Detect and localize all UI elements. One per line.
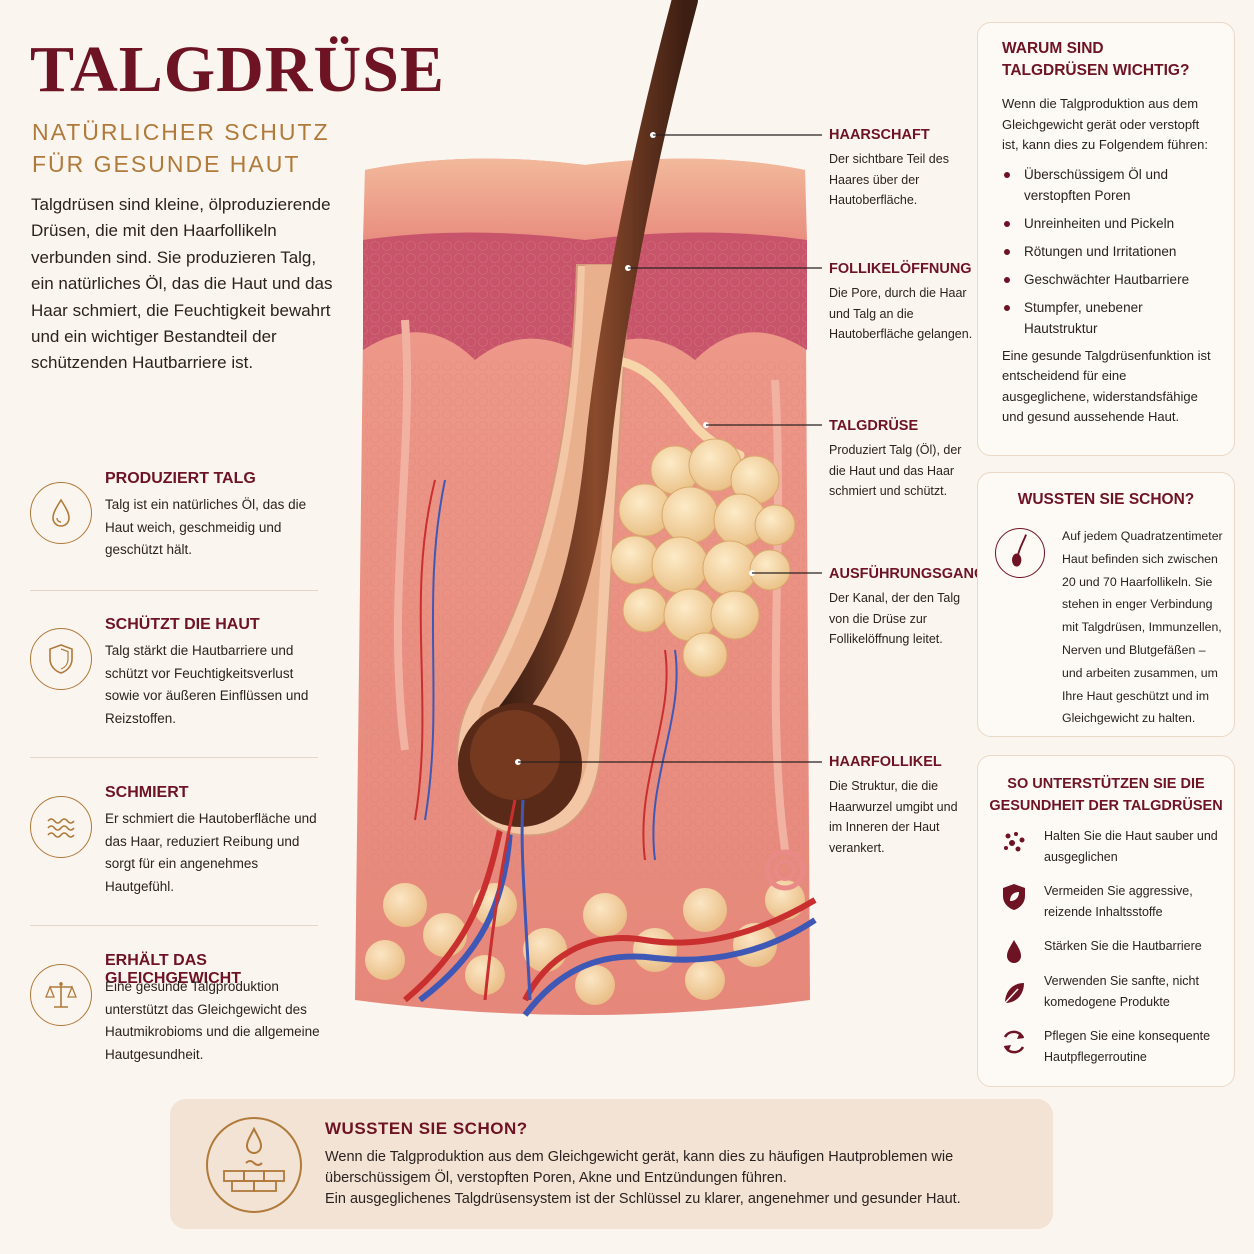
refresh-icon bbox=[1003, 1030, 1025, 1054]
did-you-know-text: Auf jedem Quadratzentimeter Haut befinde… bbox=[1062, 529, 1223, 726]
divider bbox=[30, 757, 318, 758]
list-item: Stumpfer, unebener Hautstruktur bbox=[1002, 297, 1214, 339]
list-item: Überschüssigem Öl und verstopften Poren bbox=[1002, 164, 1214, 206]
page-subtitle: NATÜRLICHER SCHUTZ FÜR GESUNDE HAUT bbox=[32, 119, 330, 177]
callout-text: Der sichtbare Teil des Haares über der H… bbox=[829, 152, 949, 207]
bottom-info-banner: WUSSTEN SIE SCHON? Wenn die Talgprodukti… bbox=[170, 1099, 1053, 1229]
tip-text: Halten Sie die Haut sauber und ausgeglic… bbox=[1044, 829, 1218, 864]
feature-text: Talg ist ein natürliches Öl, das die Hau… bbox=[105, 497, 307, 557]
feature-text: Talg stärkt die Hautbarriere und schützt… bbox=[105, 643, 309, 726]
feature-title: ERHÄLT DAS GLEICHGEWICHT bbox=[105, 952, 241, 987]
tip-text: Verwenden Sie sanfte, nicht komedogene P… bbox=[1044, 974, 1199, 1009]
shield-icon bbox=[30, 628, 92, 690]
list-item: Unreinheiten und Pickeln bbox=[1002, 213, 1214, 234]
feature-text: Er schmiert die Hautoberfläche und das H… bbox=[105, 811, 317, 894]
balance-scale-icon bbox=[30, 964, 92, 1026]
card-title: WARUM SIND TALGDRÜSEN WICHTIG? bbox=[1002, 40, 1190, 79]
why-list: Überschüssigem Öl und verstopften Poren … bbox=[1002, 164, 1214, 339]
hair-follicle-icon bbox=[995, 528, 1045, 578]
callout-text: Der Kanal, der den Talg von die Drüse zu… bbox=[829, 591, 961, 646]
callout-excretory-duct: AUSFÜHRUNGSGANG Der Kanal, der den Talg … bbox=[829, 566, 986, 650]
callout-text: Produziert Talg (Öl), der die Haut und d… bbox=[829, 443, 962, 498]
page-title: TALGDRÜSE bbox=[30, 33, 445, 106]
shield-leaf-icon bbox=[1003, 884, 1025, 910]
why-important-card: WARUM SIND TALGDRÜSEN WICHTIG? Wenn die … bbox=[977, 22, 1235, 456]
divider bbox=[30, 590, 318, 591]
feature-produces-sebum: PRODUZIERT TALG Talg ist ein natürliches… bbox=[30, 470, 320, 580]
callout-text: Die Struktur, die die Haarwurzel umgibt … bbox=[829, 779, 958, 855]
feature-protects-skin: SCHÜTZT DIE HAUT Talg stärkt die Hautbar… bbox=[30, 616, 320, 746]
feature-lubricates: SCHMIERT Er schmiert die Hautoberfläche … bbox=[30, 784, 320, 904]
callout-sebaceous-gland: TALGDRÜSE Produziert Talg (Öl), der die … bbox=[829, 418, 974, 502]
why-intro: Wenn die Talgproduktion aus dem Gleichge… bbox=[1002, 96, 1208, 152]
drop-icon bbox=[1007, 940, 1021, 963]
feature-title: PRODUZIERT TALG bbox=[105, 470, 256, 487]
did-you-know-card: WUSSTEN SIE SCHON? Auf jedem Quadratzent… bbox=[977, 472, 1235, 737]
callout-title: FOLLIKELÖFFNUNG bbox=[829, 261, 972, 277]
bottom-line-1: Wenn die Talgproduktion aus dem Gleichge… bbox=[325, 1149, 954, 1186]
feature-title: SCHMIERT bbox=[105, 784, 189, 801]
waves-icon bbox=[30, 796, 92, 858]
dots-icon bbox=[1004, 832, 1025, 852]
why-outro: Eine gesunde Talgdrüsenfunktion ist ents… bbox=[1002, 347, 1211, 425]
card-title: WUSSTEN SIE SCHON? bbox=[1017, 491, 1195, 508]
callout-title: TALGDRÜSE bbox=[829, 418, 919, 434]
tip-text: Pflegen Sie eine konsequente Hautpfleger… bbox=[1044, 1029, 1211, 1064]
bottom-text: Wenn die Talgproduktion aus dem Gleichge… bbox=[325, 1147, 1025, 1210]
oil-drop-icon bbox=[30, 482, 92, 544]
leaf-icon bbox=[1004, 983, 1024, 1004]
callout-title: HAARSCHAFT bbox=[829, 127, 930, 143]
callout-follicle-opening: FOLLIKELÖFFNUNG Die Pore, durch die Haar… bbox=[829, 261, 974, 345]
feature-text: Eine gesunde Talgproduktion unterstützt … bbox=[105, 979, 320, 1062]
support-card: SO UNTERSTÜTZEN SIE DIE GESUNDHEIT DER T… bbox=[977, 755, 1235, 1087]
feature-title: SCHÜTZT DIE HAUT bbox=[105, 616, 260, 633]
intro-text: Talgdrüsen sind kleine, ölproduzierende … bbox=[31, 195, 333, 373]
callout-hair-follicle: HAARFOLLIKEL Die Struktur, die die Haarw… bbox=[829, 754, 974, 858]
callout-text: Die Pore, durch die Haar und Talg an die… bbox=[829, 286, 973, 341]
bottom-title: WUSSTEN SIE SCHON? bbox=[325, 1119, 528, 1138]
tip-text: Vermeiden Sie aggressive, reizende Inhal… bbox=[1044, 884, 1193, 919]
list-item: Rötungen und Irritationen bbox=[1002, 241, 1214, 262]
feature-balance: ERHÄLT DAS GLEICHGEWICHT Eine gesunde Ta… bbox=[30, 952, 320, 1072]
skin-cross-section-diagram bbox=[355, 0, 817, 1017]
callout-hair-shaft: HAARSCHAFT Der sichtbare Teil des Haares… bbox=[829, 127, 974, 211]
card-title: SO UNTERSTÜTZEN SIE DIE GESUNDHEIT DER T… bbox=[989, 776, 1223, 814]
bottom-line-2: Ein ausgeglichenes Talgdrüsensystem ist … bbox=[325, 1191, 961, 1207]
list-item: Geschwächter Hautbarriere bbox=[1002, 269, 1214, 290]
drop-barrier-icon bbox=[206, 1117, 302, 1213]
callout-title: AUSFÜHRUNGSGANG bbox=[829, 566, 986, 582]
tip-text: Stärken Sie die Hautbarriere bbox=[1044, 939, 1202, 953]
callout-title: HAARFOLLIKEL bbox=[829, 754, 942, 770]
divider bbox=[30, 925, 318, 926]
